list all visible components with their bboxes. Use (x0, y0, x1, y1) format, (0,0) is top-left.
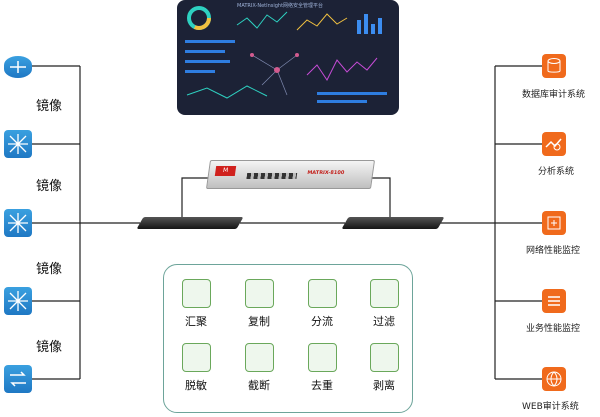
replicate-icon (244, 279, 274, 308)
function-label: 分流 (311, 315, 333, 328)
function-desensitize: 脱敏 (166, 343, 226, 393)
switch-icon (4, 130, 32, 158)
dashboard-screen: MATRIX-NetInsight网络安全管理平台 (177, 0, 399, 115)
network-switch-right (341, 217, 445, 229)
mirror-label: 镜像 (36, 340, 63, 355)
mirror-label: 镜像 (36, 99, 63, 114)
function-replicate: 复制 (229, 279, 289, 329)
function-aggregate: 汇聚 (166, 279, 226, 329)
brand-badge-icon: M (214, 166, 237, 176)
truncate-icon (244, 343, 274, 372)
function-label: 复制 (248, 315, 270, 328)
function-label: 截断 (248, 379, 270, 392)
business-performance-icon (542, 289, 566, 313)
mirror-label: 镜像 (36, 262, 63, 277)
router-icon (4, 56, 32, 78)
function-split: 分流 (292, 279, 352, 329)
analysis-system-icon (542, 132, 566, 156)
system-label: 业务性能监控 (526, 324, 581, 334)
system-label: WEB审计系统 (522, 402, 579, 412)
dashboard-graphics-icon (185, 6, 387, 103)
deduplicate-icon (307, 343, 337, 372)
system-label: 网络性能监控 (526, 246, 581, 256)
desensitize-icon (181, 343, 211, 372)
network-performance-icon (542, 211, 566, 235)
network-switch-left (136, 217, 244, 229)
aggregate-icon (181, 279, 211, 308)
function-strip: 剥离 (354, 343, 414, 393)
device-brand: MATRIX-8100 (306, 170, 345, 176)
switch-icon (4, 287, 32, 315)
system-label: 分析系统 (538, 167, 575, 177)
web-audit-icon (542, 367, 566, 391)
matrix-appliance: M MATRIX-8100 (205, 160, 376, 189)
function-label: 去重 (311, 379, 333, 392)
switch-icon (4, 209, 32, 237)
screen-title: MATRIX-NetInsight网络安全管理平台 (237, 3, 324, 9)
function-filter: 过滤 (354, 279, 414, 329)
function-label: 汇聚 (185, 315, 207, 328)
function-label: 剥离 (373, 379, 395, 392)
database-audit-icon (542, 54, 566, 78)
system-label: 数据库审计系统 (522, 90, 586, 100)
functions-panel: 汇聚 复制 分流 过滤 脱敏 截断 去重 剥离 (163, 264, 413, 413)
function-truncate: 截断 (229, 343, 289, 393)
layer2-switch-icon (4, 365, 32, 393)
port-array-icon (246, 173, 298, 179)
strip-icon (369, 343, 399, 372)
filter-icon (369, 279, 399, 308)
function-label: 脱敏 (185, 379, 207, 392)
mirror-label: 镜像 (36, 179, 63, 194)
function-deduplicate: 去重 (292, 343, 352, 393)
function-label: 过滤 (373, 315, 395, 328)
split-icon (307, 279, 337, 308)
